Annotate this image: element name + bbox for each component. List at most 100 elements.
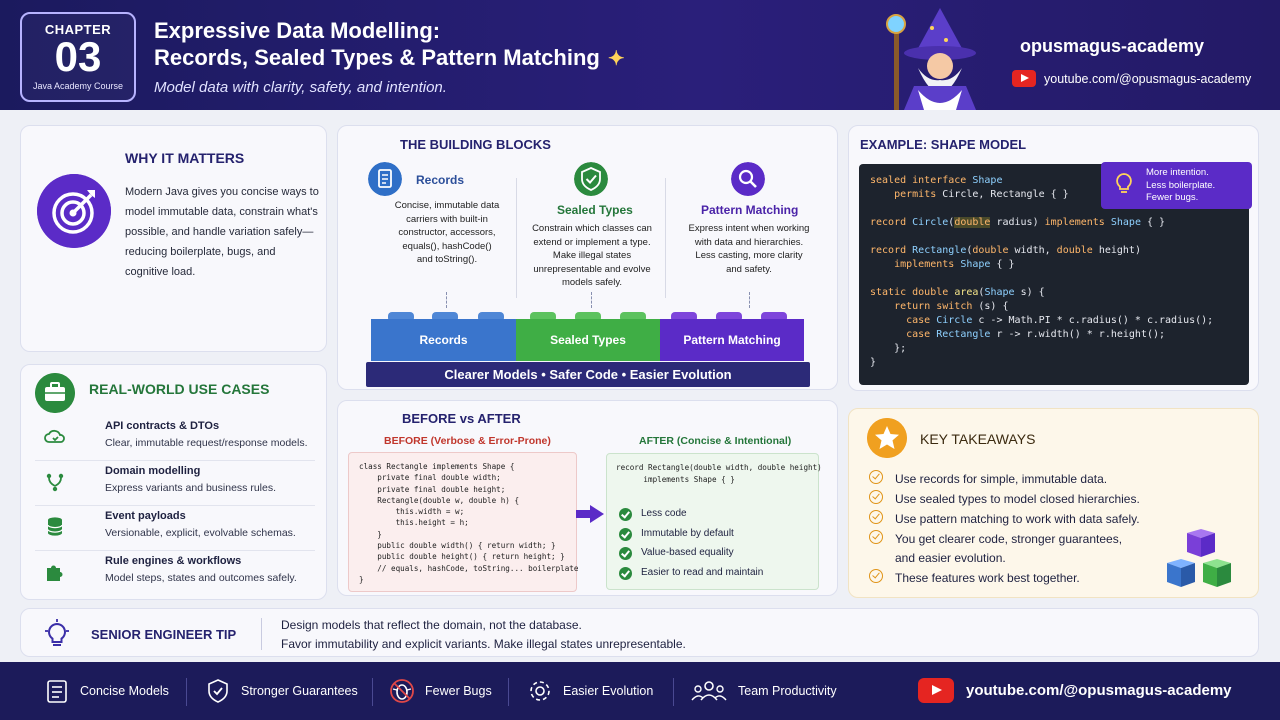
footer-item: Easier Evolution (527, 678, 653, 704)
tip-line1: Design models that reflect the domain, n… (281, 618, 582, 632)
cubes-icon (1167, 529, 1231, 587)
footer-divider (372, 678, 373, 706)
connector-line (446, 292, 447, 308)
footer-item: Team Productivity (690, 678, 837, 704)
connector-line (591, 292, 592, 308)
brick-stud (620, 312, 646, 322)
footer-item: Fewer Bugs (389, 678, 492, 704)
brick-stud (761, 312, 787, 322)
brick-stud (530, 312, 556, 322)
branch-icon (46, 473, 64, 492)
sealed-title: Sealed Types (557, 203, 633, 217)
footer-label: Concise Models (80, 684, 169, 698)
use-case-item: Domain modelling Express variants and bu… (35, 462, 315, 506)
after-point: Value-based equality (619, 547, 809, 563)
cloud-sync-icon (44, 429, 65, 443)
real-world-title: REAL-WORLD USE CASES (89, 381, 270, 397)
use-case-desc: Versionable, explicit, evolvable schemas… (105, 527, 296, 539)
brick-stud (432, 312, 458, 322)
checklist-icon (47, 680, 67, 703)
sealed-types-brick: Sealed Types (516, 319, 660, 361)
why-it-matters-card: WHY IT MATTERS Modern Java gives you con… (20, 125, 327, 352)
brick-stud (716, 312, 742, 322)
badge-line: Fewer bugs. (1146, 192, 1199, 203)
after-point-text: Immutable by default (641, 528, 734, 539)
after-code-box: record Rectangle(double width, double he… (606, 453, 822, 590)
brick-stud (388, 312, 414, 322)
brick-stud (478, 312, 504, 322)
use-case-desc: Model steps, states and outcomes safely. (105, 572, 297, 584)
target-icon (37, 174, 111, 248)
use-case-title: API contracts & DTOs (105, 420, 220, 432)
footer-divider (186, 678, 187, 706)
check-circle-icon (869, 470, 883, 484)
sealed-desc: Constrain which classes can extend or im… (532, 223, 652, 288)
column-divider (516, 178, 517, 298)
takeaway-text: These features work best together. (895, 571, 1080, 585)
check-icon (619, 528, 632, 541)
check-icon (619, 508, 632, 521)
sparkle-search-icon: ✦ (607, 48, 625, 70)
wizard-mascot-icon (886, 8, 976, 110)
youtube-icon (918, 678, 954, 703)
footer-label: Stronger Guarantees (241, 684, 358, 698)
team-icon (691, 681, 727, 701)
why-body: Modern Java gives you concise ways to mo… (125, 186, 319, 278)
use-case-title: Domain modelling (105, 465, 201, 477)
search-icon (731, 162, 765, 196)
column-divider (665, 178, 666, 298)
example-title: EXAMPLE: SHAPE MODEL (860, 137, 1027, 152)
connector-line (749, 292, 750, 308)
chapter-number: 03 (54, 33, 102, 80)
check-circle-icon (869, 490, 883, 504)
footer-label: Fewer Bugs (425, 684, 492, 698)
footer-label: Easier Evolution (563, 684, 654, 698)
takeaway-text: Use sealed types to model closed hierarc… (895, 492, 1140, 506)
takeaway-text: Use records for simple, immutable data. (895, 472, 1108, 486)
check-circle-icon (869, 569, 883, 583)
lightbulb-icon (45, 619, 69, 646)
footer: Concise Models Stronger Guarantees Fewer… (0, 662, 1280, 720)
badge-line: More intention. (1146, 167, 1209, 178)
youtube-link[interactable]: youtube.com/@opusmagus-academy (1012, 70, 1251, 87)
check-icon (619, 547, 632, 560)
footer-youtube-url: youtube.com/@opusmagus-academy (966, 682, 1232, 699)
use-case-title: Rule engines & workflows (105, 555, 242, 567)
lightbulb-icon (1116, 173, 1132, 193)
youtube-icon (1012, 70, 1036, 87)
use-case-item: Rule engines & workflows Model steps, st… (35, 552, 315, 596)
footer-youtube-link[interactable]: youtube.com/@opusmagus-academy (906, 678, 1232, 703)
after-point: Easier to read and maintain (619, 567, 809, 583)
before-code: class Rectangle implements Shape { priva… (348, 452, 578, 592)
building-blocks-title: THE BUILDING BLOCKS (400, 137, 551, 152)
pattern-desc: Express intent when working with data an… (688, 223, 810, 275)
page-title-line2: Records, Sealed Types & Pattern Matching… (154, 45, 625, 71)
tip-divider (261, 618, 262, 650)
after-point-text: Value-based equality (641, 547, 734, 558)
star-icon (867, 418, 907, 458)
chapter-label: CHAPTER (44, 22, 112, 37)
after-point: Immutable by default (619, 528, 809, 544)
check-circle-icon (869, 530, 883, 544)
check-circle-icon (869, 510, 883, 524)
real-world-card: REAL-WORLD USE CASES API contracts & DTO… (20, 364, 327, 600)
shield-check-icon (574, 162, 608, 196)
footer-item: Concise Models (44, 678, 169, 704)
use-case-desc: Clear, immutable request/response models… (105, 437, 308, 449)
records-desc: Concise, immutable data carriers with bu… (394, 200, 500, 265)
youtube-url: youtube.com/@opusmagus-academy (1044, 71, 1252, 86)
records-brick: Records (371, 319, 516, 361)
tip-line2: Favor immutability and explicit variants… (281, 637, 686, 651)
brand-name: opusmagus-academy (1020, 36, 1205, 56)
after-code: record Rectangle(double width, double he… (616, 463, 822, 484)
use-case-item: API contracts & DTOs Clear, immutable re… (35, 417, 315, 461)
after-label: AFTER (Concise & Intentional) (639, 435, 792, 447)
shield-check-icon (208, 679, 228, 703)
chapter-badge: CHAPTER 03 Java Academy Course (20, 12, 136, 102)
before-after-card: BEFORE vs AFTER BEFORE (Verbose & Error-… (337, 400, 838, 596)
header: CHAPTER 03 Java Academy Course Expressiv… (0, 0, 1280, 110)
no-bug-icon (390, 679, 414, 703)
senior-engineer-tip: SENIOR ENGINEER TIP Design models that r… (20, 608, 1259, 657)
before-after-title: BEFORE vs AFTER (402, 411, 521, 426)
pattern-title: Pattern Matching (701, 203, 799, 217)
